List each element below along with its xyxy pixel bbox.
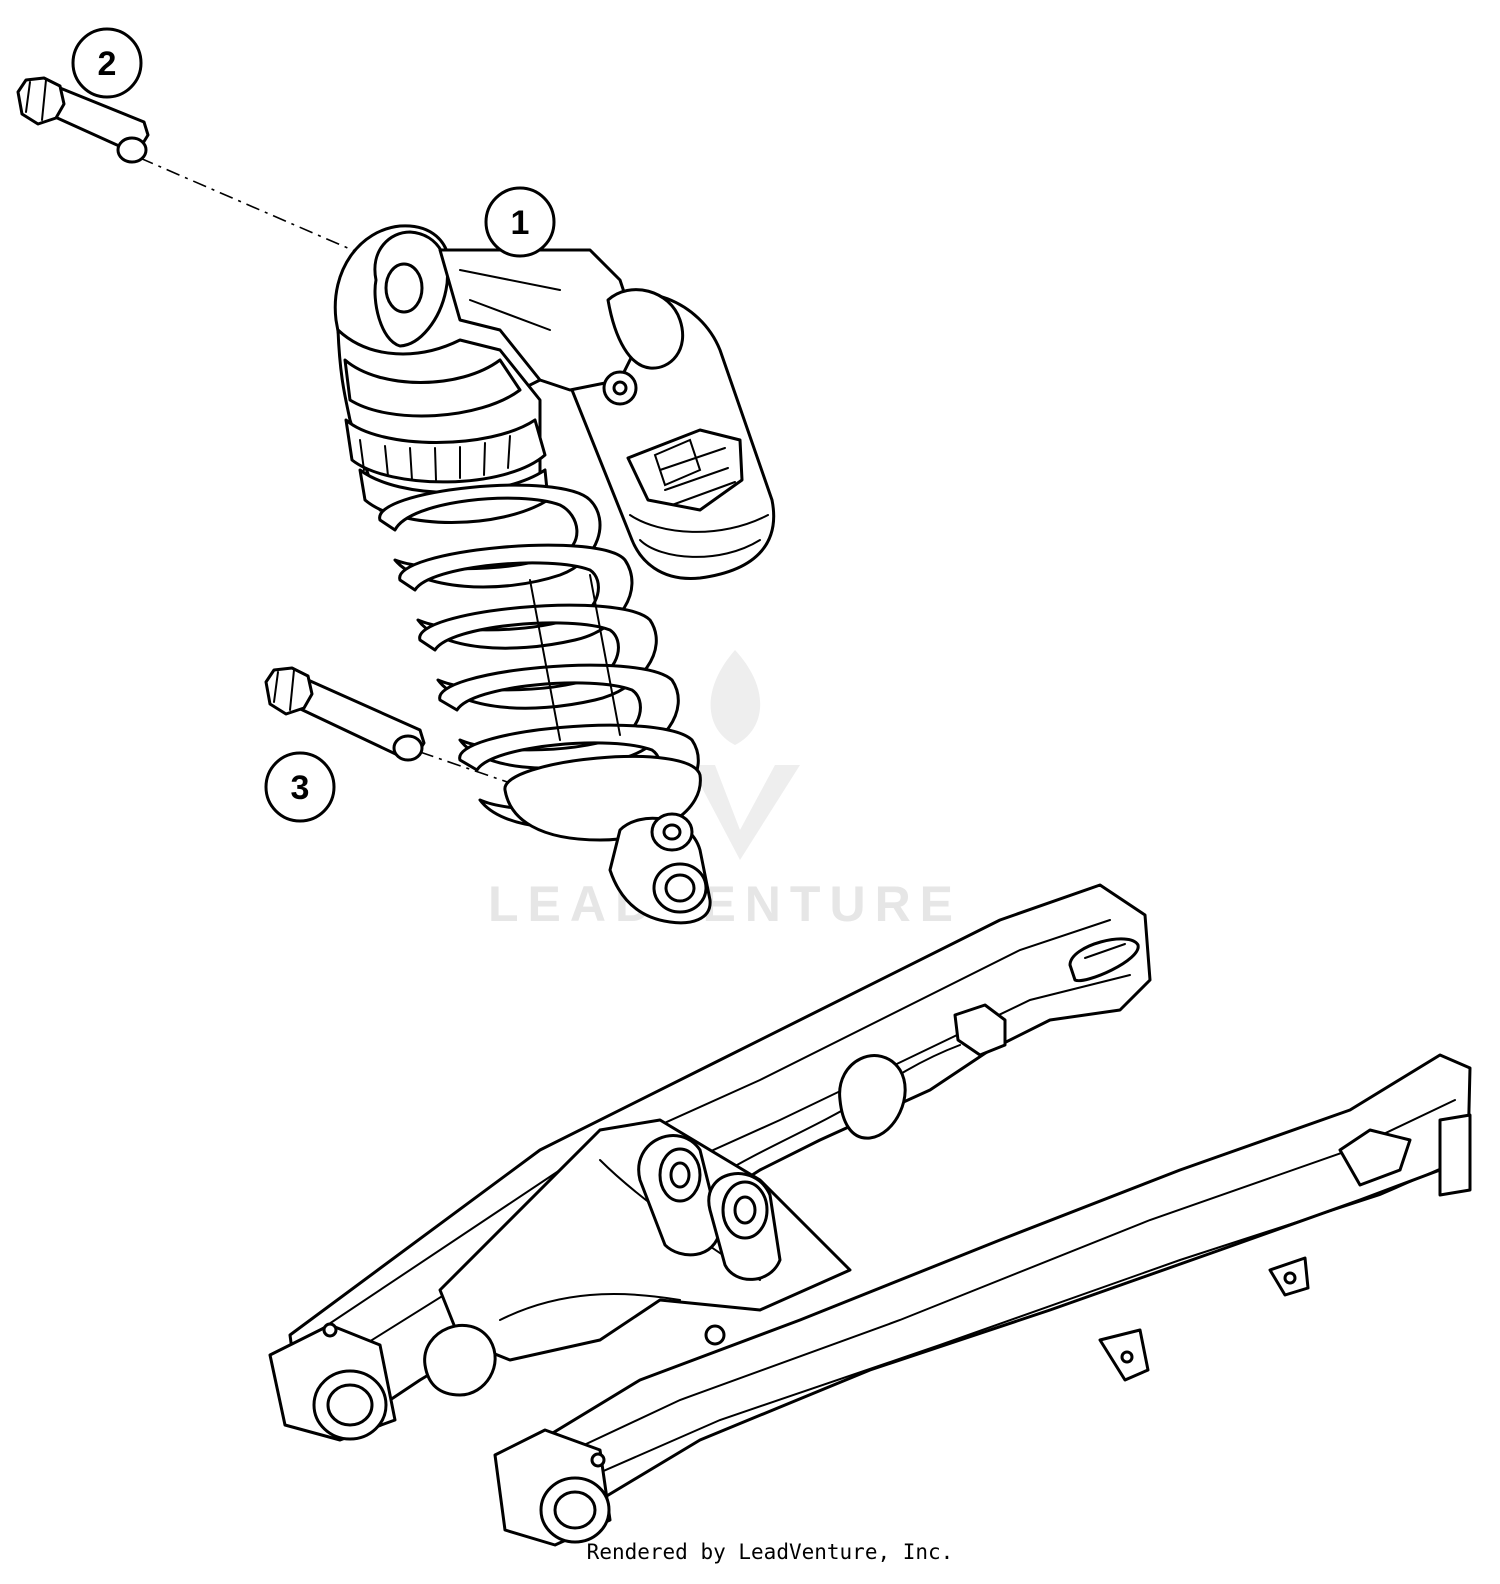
upper-mounting-bolt xyxy=(16,76,150,164)
render-credit: Rendered by LeadVenture, Inc. xyxy=(586,1540,954,1564)
callout-2-label: 2 xyxy=(98,45,117,83)
assembly-line-upper xyxy=(139,157,381,263)
callout-3: 3 xyxy=(264,751,336,823)
watermark-text: LEADVENTURE xyxy=(488,876,962,932)
callout-3-label: 3 xyxy=(291,769,310,807)
lower-mounting-bolt xyxy=(264,666,426,762)
swingarm xyxy=(268,883,1472,1547)
callout-1-label: 1 xyxy=(511,204,530,242)
leadventure-watermark: LEADVENTURE xyxy=(488,650,962,932)
callout-1: 1 xyxy=(484,186,556,258)
assembly-line-lower xyxy=(419,751,546,796)
shock-absorber xyxy=(333,224,776,925)
callout-2: 2 xyxy=(71,27,143,99)
